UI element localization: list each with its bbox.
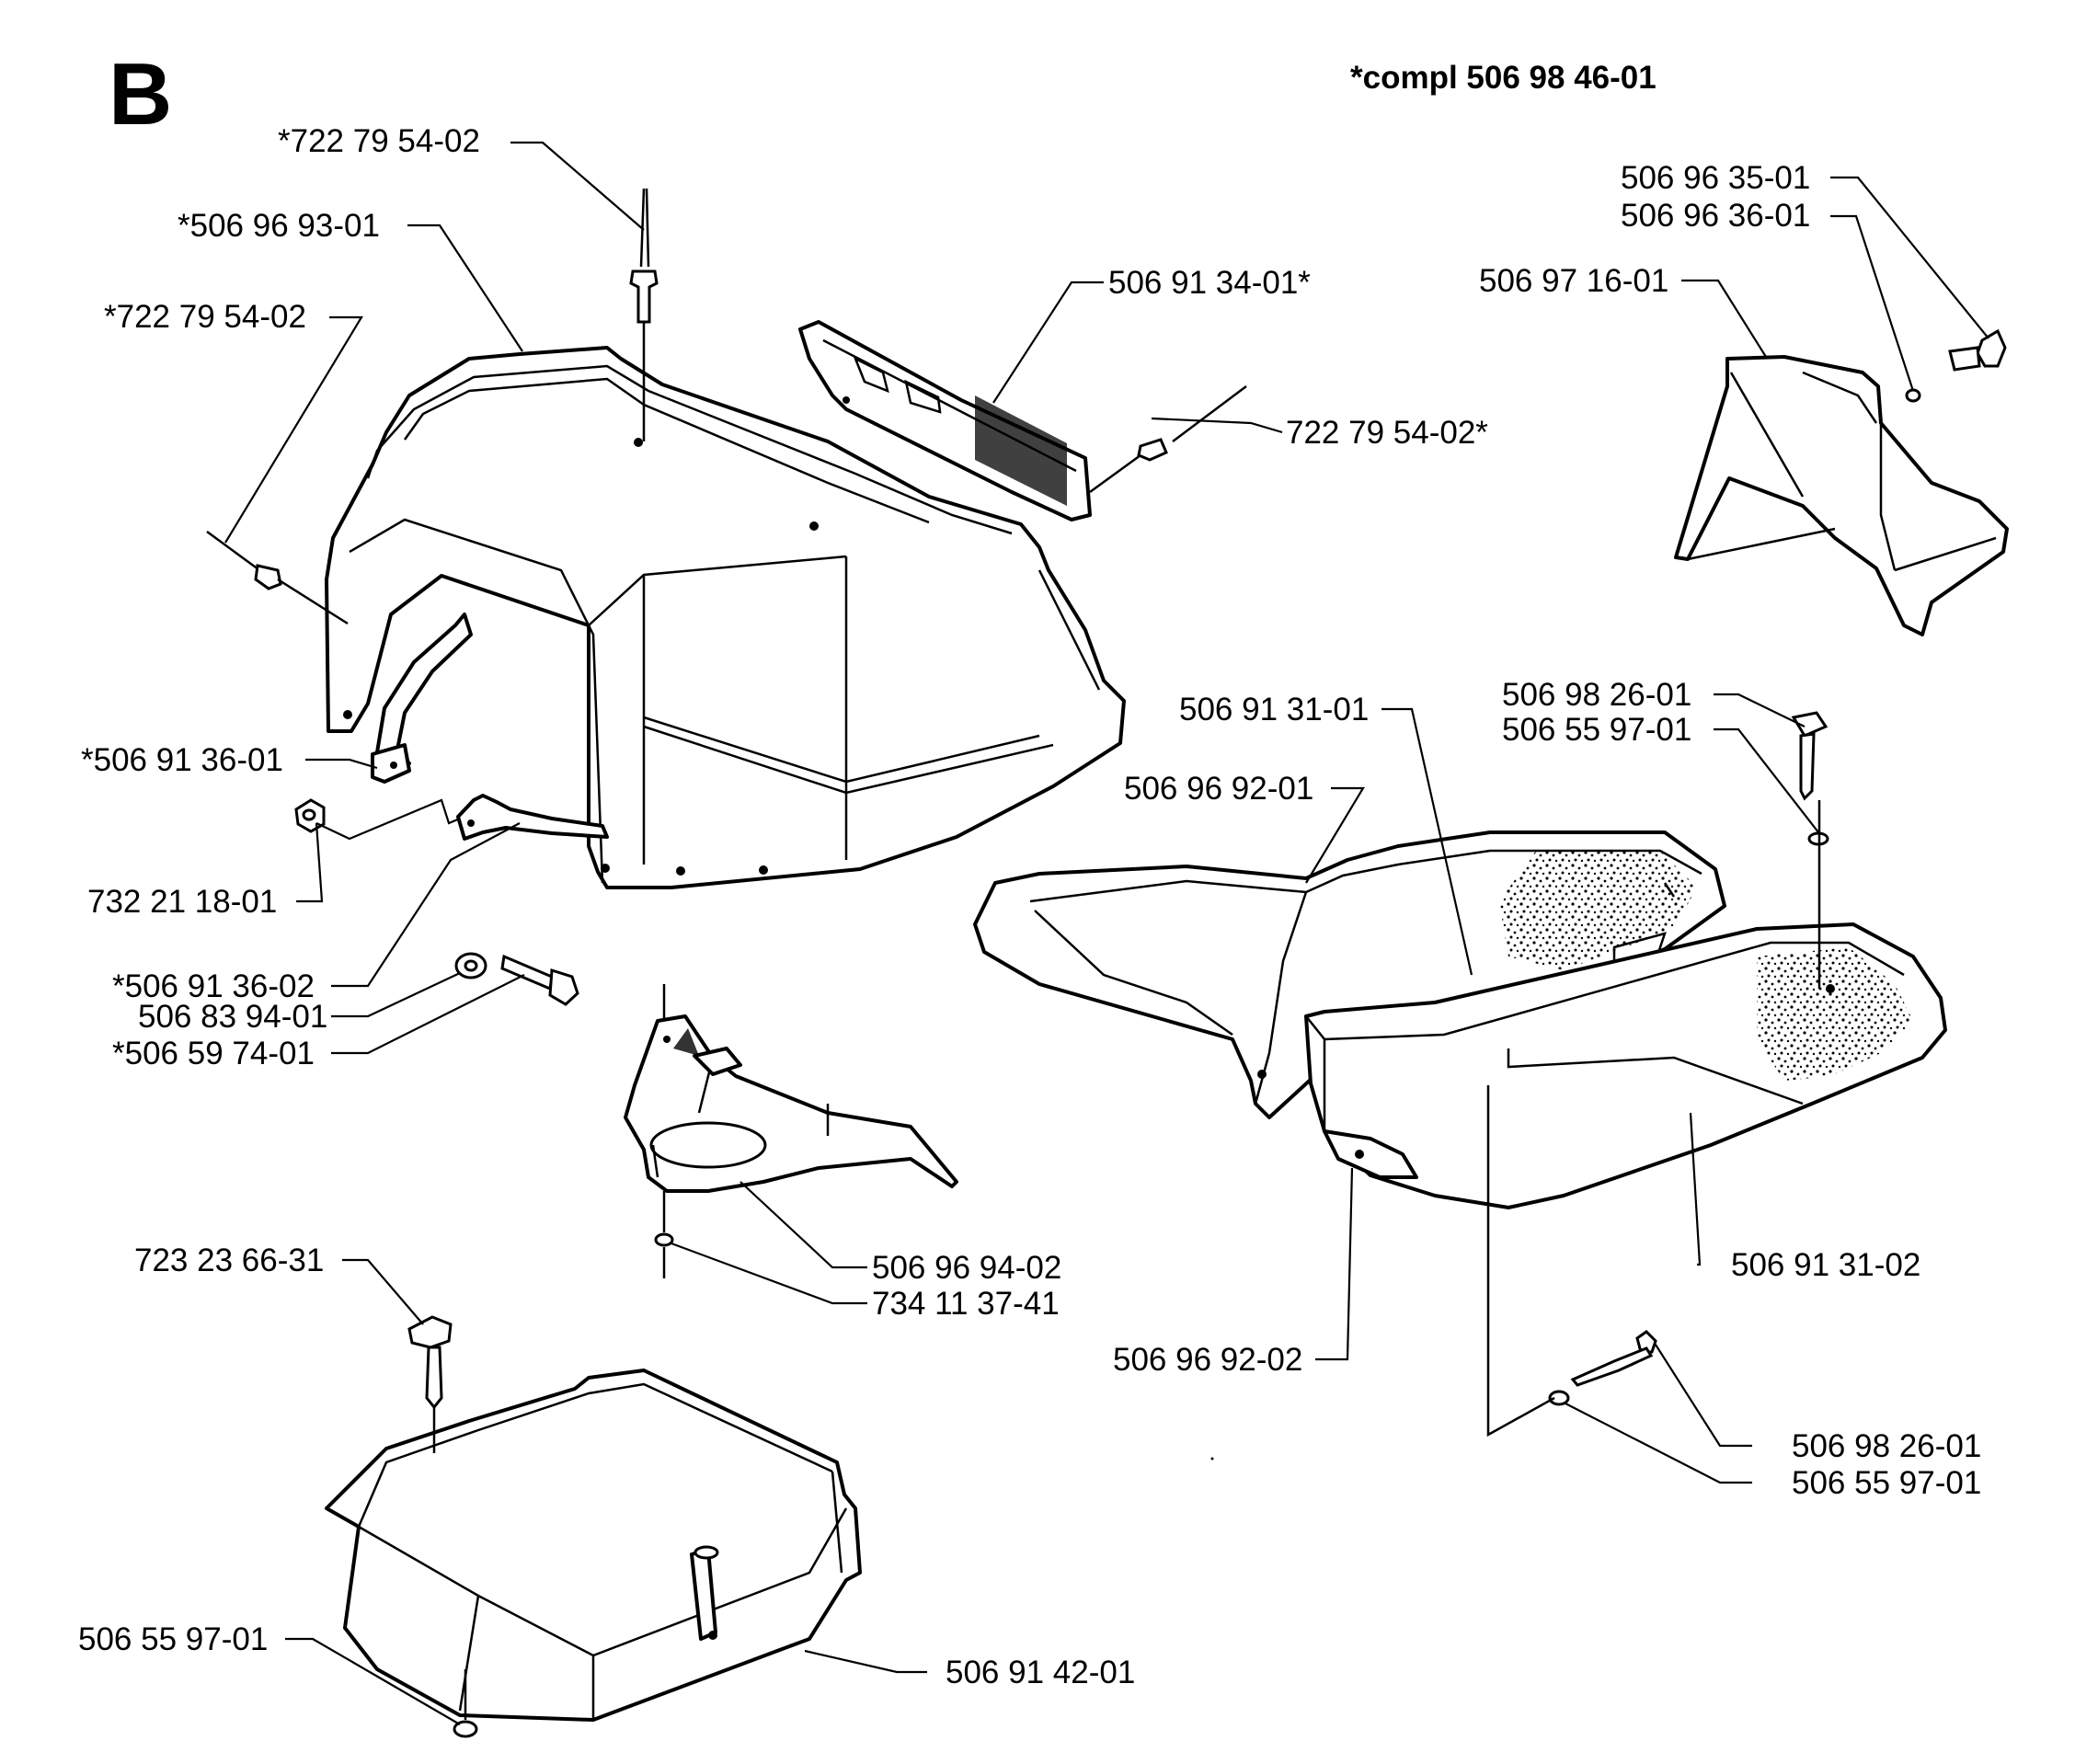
label-seat-pan-c: 506 96 92-02 xyxy=(1113,1342,1302,1378)
label-washer: 506 83 94-01 xyxy=(138,999,327,1035)
cup-holder-bracket-part xyxy=(624,1014,958,1193)
bracket-straps-part xyxy=(371,613,609,841)
hood-cover-part xyxy=(325,346,1126,889)
grille-panel-part xyxy=(798,320,1092,521)
compl-label: *compl 506 98 46-01 xyxy=(1350,60,1657,96)
label-strap-a: *506 91 36-01 xyxy=(81,742,283,778)
label-washer-battery: 506 55 97-01 xyxy=(78,1621,268,1657)
label-seat-pan-d: 506 91 31-02 xyxy=(1731,1247,1920,1283)
battery-cover-part xyxy=(325,1369,862,1722)
label-screw-bottom: 506 98 26-01 xyxy=(1792,1428,1981,1464)
mount-bracket-part xyxy=(1674,355,2009,636)
label-grille: 506 91 34-01* xyxy=(1108,265,1311,301)
part-labels: *722 79 54-02 *506 96 93-01 *722 79 54-0… xyxy=(78,123,1981,1690)
label-cup-holder: 506 96 94-02 xyxy=(872,1250,1061,1286)
seat-pan-left-part xyxy=(973,830,1726,1119)
leader-lines xyxy=(224,141,1989,1725)
label-screw-top: 506 98 26-01 xyxy=(1502,677,1691,713)
label-seat-pan-b: 506 96 92-01 xyxy=(1124,771,1313,807)
label-pin-left: *722 79 54-02 xyxy=(104,299,306,335)
label-pin-top: *722 79 54-02 xyxy=(278,123,480,159)
label-knob-b: 506 96 36-01 xyxy=(1621,198,1810,234)
label-knob-a: 506 96 35-01 xyxy=(1621,160,1810,196)
label-nut: 732 21 18-01 xyxy=(87,884,277,920)
label-bolt: *506 59 74-01 xyxy=(112,1036,315,1071)
hardware-group xyxy=(206,188,2007,1738)
seat-pan-right-part xyxy=(1304,922,1947,1209)
label-washer-top: 506 55 97-01 xyxy=(1502,712,1691,748)
label-washer-bottom: 506 55 97-01 xyxy=(1792,1465,1981,1501)
label-seat-pan-a: 506 91 31-01 xyxy=(1179,692,1369,727)
label-battery-cover: 506 91 42-01 xyxy=(946,1655,1135,1690)
section-letter: B xyxy=(109,45,172,143)
label-screw-battery: 723 23 66-31 xyxy=(134,1243,324,1278)
label-pin-grille: 722 79 54-02* xyxy=(1286,415,1488,451)
label-mount-bracket: 506 97 16-01 xyxy=(1479,263,1668,299)
label-washer-cup: 734 11 37-41 xyxy=(872,1286,1060,1322)
label-strap-b: *506 91 36-02 xyxy=(112,968,315,1004)
label-hood: *506 96 93-01 xyxy=(178,208,380,244)
